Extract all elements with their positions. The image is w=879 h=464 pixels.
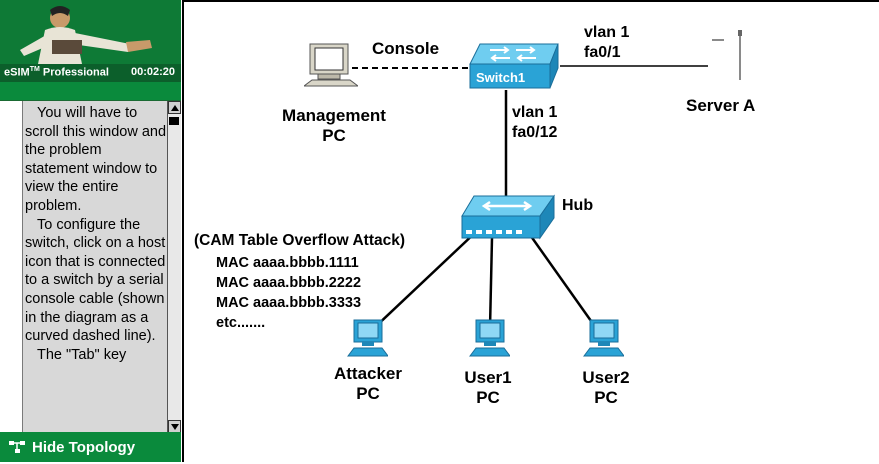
brand-label: eSIMTM Professional (4, 66, 109, 79)
problem-statement-panel: You will have to scroll this window and … (0, 100, 181, 433)
attack-title: (CAM Table Overflow Attack) (194, 232, 405, 249)
mac-list: MAC aaaa.bbbb.1111 MAC aaaa.bbbb.2222 MA… (216, 253, 361, 333)
computer-icon (304, 43, 358, 87)
scroll-thumb[interactable] (169, 117, 179, 125)
fa012-label: fa0/12 (512, 124, 558, 141)
topology-links (352, 65, 708, 331)
sidebar: eSIMTM Professional 00:02:20 You will ha… (0, 0, 181, 462)
hub-icon (461, 194, 555, 240)
computer-icon (469, 319, 510, 357)
fa01-label: fa0/1 (584, 44, 621, 61)
mac-item: MAC aaaa.bbbb.2222 (216, 275, 362, 291)
computer-icon (347, 319, 388, 357)
vlan1-label-top: vlan 1 (584, 24, 630, 41)
server-a-label: Server A (686, 96, 756, 115)
mac-item: MAC aaaa.bbbb.3333 (216, 295, 362, 311)
mac-item: MAC aaaa.bbbb.1111 (216, 255, 359, 271)
management-pc-label: Management PC (282, 106, 386, 145)
hide-topology-button[interactable]: Hide Topology (0, 432, 181, 462)
vlan1-label-mid: vlan 1 (512, 104, 558, 121)
hide-topology-label: Hide Topology (32, 438, 136, 456)
hub-attacker-link (371, 229, 479, 331)
problem-paragraph: To configure the switch, click on a host… (25, 216, 166, 345)
hub-user2-link (526, 231, 598, 329)
esim-hero-banner: eSIMTM Professional 00:02:20 (0, 0, 181, 82)
timer: 00:02:20 (130, 66, 175, 78)
computer-icon (583, 319, 624, 357)
info-bar: eSIMTM Professional 00:02:20 (0, 64, 181, 82)
problem-paragraph: You will have to scroll this window and … (25, 105, 167, 214)
problem-scrollbar[interactable] (167, 101, 181, 433)
problem-statement-text: You will have to scroll this window and … (23, 101, 167, 433)
problem-paragraph: The "Tab" key (37, 346, 127, 363)
user2-pc-label: User2 PC (582, 368, 630, 407)
scroll-up-arrow-icon[interactable] (168, 101, 181, 114)
server-icon (712, 30, 742, 80)
hub-user1-link (488, 237, 494, 329)
switch1-label: Switch1 (476, 70, 526, 85)
attacker-pc-label: Attacker PC (333, 364, 403, 403)
console-label: Console (372, 39, 440, 58)
header-strip (0, 82, 181, 100)
user1-pc-label: User1 PC (464, 368, 512, 407)
hub-label: Hub (562, 197, 594, 214)
topology-icon (9, 441, 25, 453)
left-gutter (0, 101, 23, 433)
topology-diagram: Management PC Console Switch1 vlan 1 fa0… (182, 0, 879, 462)
mac-item: etc....... (216, 315, 266, 331)
switch-icon (469, 43, 559, 89)
